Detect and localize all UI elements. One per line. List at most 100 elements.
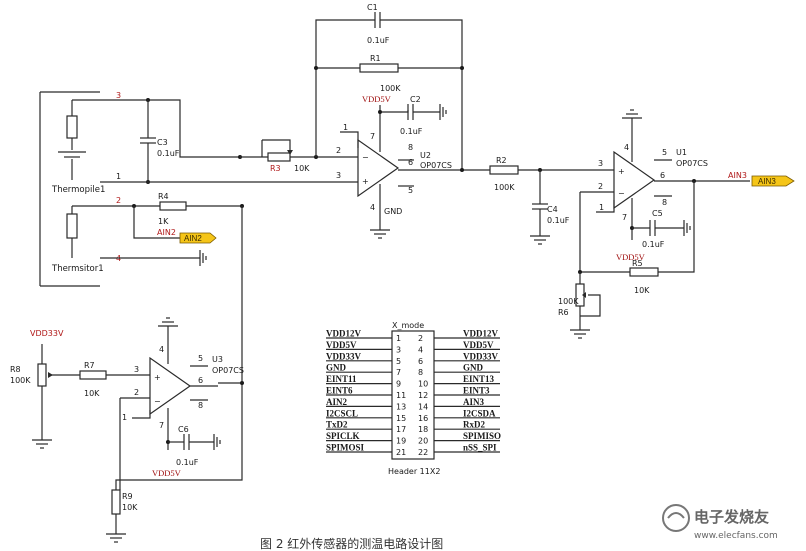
thermopile-label: Thermopile1 [51, 185, 105, 195]
wire-pin3 [100, 99, 240, 158]
u2-ref: U2 [420, 151, 431, 160]
sensor-module: Thermopile1 Thermsitor1 [39, 91, 105, 287]
c5-value: 0.1uF [642, 240, 665, 249]
c3-value: 0.1uF [157, 149, 180, 158]
svg-text:−: − [362, 153, 369, 162]
c2-ref: C2 [410, 95, 421, 104]
u1-pin-1: 1 [599, 203, 604, 212]
opamp-u1: + − [613, 150, 656, 210]
header-pin-left: 19 [396, 437, 406, 446]
r2-ref: R2 [496, 156, 507, 165]
u2-pin-6: 6 [408, 158, 413, 167]
header-pin-left: 5 [396, 357, 401, 366]
header-pin-left: 9 [396, 380, 401, 389]
r4-body [159, 201, 187, 211]
header-right-signal: VDD12V [463, 329, 498, 339]
header-left-signal: TxD2 [326, 420, 348, 430]
u1-vdd-label: VDD5V [616, 252, 646, 262]
u1-part: OP07CS [676, 159, 708, 168]
header-pin-left: 21 [396, 448, 406, 457]
c6-ref: C6 [178, 425, 189, 434]
header-body [391, 330, 435, 460]
header-pin-right: 16 [418, 414, 428, 423]
r9-body [111, 489, 121, 515]
u2-part: OP07CS [420, 161, 452, 170]
header-left-signal: VDD12V [326, 329, 361, 339]
header-pin-right: 18 [418, 425, 428, 434]
c4-ref: C4 [547, 205, 558, 214]
ain2-port-label: AIN2 [184, 234, 202, 243]
r1-body [359, 63, 399, 73]
r3-value: 10K [294, 164, 310, 173]
u3-pin-8: 8 [198, 401, 203, 410]
svg-text:−: − [154, 397, 161, 406]
header-left-signal: SPIMOSI [326, 443, 365, 453]
header-pin-right: 2 [418, 334, 423, 343]
svg-text:−: − [618, 189, 625, 198]
u2-pin-2: 2 [336, 146, 341, 155]
r8-body [37, 363, 47, 387]
header-pin-right: 6 [418, 357, 423, 366]
r1-ref: R1 [370, 54, 381, 63]
opamp-u2: − + [357, 138, 400, 198]
header-pin-right: 20 [418, 437, 428, 446]
u1-pin-3: 3 [598, 159, 603, 168]
header-right-signal: AIN3 [463, 397, 485, 407]
header-pin-left: 1 [396, 334, 401, 343]
u2-pin-8: 8 [408, 143, 413, 152]
u3-ref: U3 [212, 355, 223, 364]
r5-body [629, 267, 659, 277]
r8-vdd-label: VDD33V [30, 329, 64, 338]
ain2-net-label: AIN2 [157, 228, 176, 237]
u1-ref: U1 [676, 148, 687, 157]
r9-value: 10K [122, 503, 138, 512]
r6-ref: R6 [558, 308, 569, 317]
r4-value: 1K [158, 217, 169, 226]
c3-ref: C3 [157, 138, 168, 147]
header-left-signal: VDD5V [326, 340, 357, 350]
watermark-url: www.elecfans.com [694, 531, 778, 541]
header-right-signal: nSS_SPI [463, 443, 497, 453]
r5-ref: R5 [632, 259, 643, 268]
u1-pin-8: 8 [662, 198, 667, 207]
header-title: X_mode [392, 321, 424, 330]
u2-pin-7: 7 [370, 132, 375, 141]
r5-value: 10K [634, 286, 650, 295]
r8-ref: R8 [10, 365, 21, 374]
r7-value: 10K [84, 389, 100, 398]
u3-pin-4: 4 [159, 345, 164, 354]
u2-gnd-label: GND [384, 207, 402, 216]
header-left-signal: EINT11 [326, 374, 357, 384]
u2-pin-4: 4 [370, 203, 375, 212]
c1-ref: C1 [367, 3, 378, 12]
header-right-signal: GND [463, 363, 484, 373]
u1-pin-6: 6 [660, 171, 665, 180]
figure-caption: 图 2 红外传感器的测温电路设计图 [260, 536, 443, 551]
header-pin-right: 8 [418, 368, 423, 377]
c6-value: 0.1uF [176, 458, 199, 467]
thermistor-label: Thermsitor1 [51, 264, 104, 274]
header-left-signal: VDD33V [326, 351, 361, 361]
r2-body [489, 165, 519, 175]
u2-pin-1: 1 [343, 123, 348, 132]
svg-text:+: + [618, 167, 625, 176]
c5-ref: C5 [652, 209, 663, 218]
u1-pin-5: 5 [662, 148, 667, 157]
ain2-port [179, 232, 217, 244]
r3-ref: R3 [270, 164, 281, 173]
svg-text:+: + [362, 177, 369, 186]
header-right-signal: VDD33V [463, 351, 498, 361]
u3-pin-5: 5 [198, 354, 203, 363]
opamp-u3: + − [149, 356, 192, 416]
header-right-signal: VDD5V [463, 340, 494, 350]
u2-vdd-label: VDD5V [362, 94, 392, 104]
r2-value: 100K [494, 183, 515, 192]
u2-pin-3: 3 [336, 171, 341, 180]
header-pin-left: 7 [396, 368, 401, 377]
ain3-net-label: AIN3 [728, 171, 747, 180]
header-right-signal: EINT3 [463, 386, 490, 396]
header-pin-right: 4 [418, 345, 423, 354]
c1-value: 0.1uF [367, 36, 390, 45]
header-left-signal: AIN2 [326, 397, 348, 407]
